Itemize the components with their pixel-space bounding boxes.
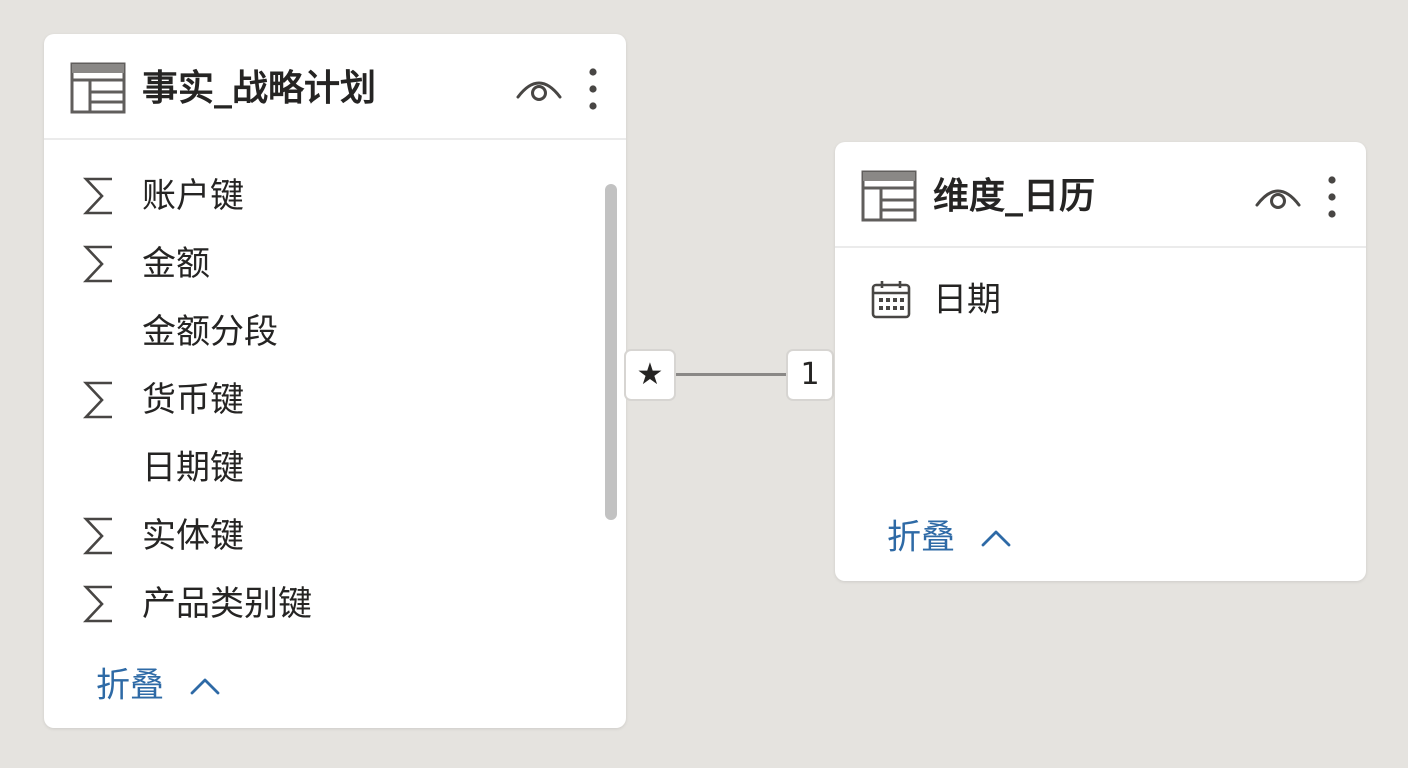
more-options-icon[interactable] [583, 67, 603, 111]
sigma-icon [82, 517, 112, 555]
chevron-up-icon [981, 530, 1011, 546]
field-label: 金额分段 [142, 312, 278, 352]
field-label: 实体键 [142, 516, 244, 556]
field-label: 产品类别键 [142, 584, 312, 624]
table-title: 事实_战略计划 [142, 68, 377, 109]
eye-icon[interactable] [515, 71, 563, 105]
field-label: 金额 [142, 244, 210, 284]
eye-icon[interactable] [1254, 179, 1302, 213]
relationship-line[interactable] [676, 373, 786, 376]
sigma-icon [82, 245, 112, 283]
table-icon [861, 170, 917, 222]
table-title: 维度_日历 [933, 176, 1096, 217]
field-list: 账户键 金额 金额分段 货币键 日期键 实体键 [44, 162, 626, 638]
cardinality-one-badge[interactable]: 1 [786, 349, 834, 401]
field-label: 货币键 [142, 380, 244, 420]
cardinality-many-badge[interactable]: ★ [624, 349, 676, 401]
table-card-header[interactable]: 事实_战略计划 [44, 34, 626, 140]
collapse-button[interactable]: 折叠 [96, 664, 221, 706]
collapse-label: 折叠 [96, 665, 164, 706]
field-label: 日期键 [142, 448, 244, 488]
table-card-header[interactable]: 维度_日历 [835, 142, 1366, 248]
field-row[interactable]: 实体键 [44, 502, 626, 570]
field-row[interactable]: 账户键 [44, 162, 626, 230]
sigma-icon [82, 585, 112, 623]
collapse-label: 折叠 [887, 517, 955, 558]
chevron-up-icon [190, 678, 220, 694]
field-label: 账户键 [142, 176, 244, 216]
field-label: 日期 [933, 280, 1001, 320]
field-row[interactable]: 日期 [835, 266, 1366, 334]
table-icon [70, 62, 126, 114]
sigma-icon [82, 381, 112, 419]
field-row[interactable]: 日期键 [44, 434, 626, 502]
field-list: 日期 [835, 266, 1366, 334]
field-row[interactable]: 产品类别键 [44, 570, 626, 638]
field-row[interactable]: 金额 [44, 230, 626, 298]
collapse-button[interactable]: 折叠 [887, 516, 1012, 558]
table-card-fact[interactable]: 事实_战略计划 账户键 金额 金额分段 [44, 34, 626, 728]
table-card-dim[interactable]: 维度_日历 [835, 142, 1366, 581]
sigma-icon [82, 177, 112, 215]
calendar-icon [871, 281, 911, 319]
scrollbar-thumb[interactable] [605, 184, 617, 520]
field-row[interactable]: 货币键 [44, 366, 626, 434]
more-options-icon[interactable] [1322, 175, 1342, 219]
field-row[interactable]: 金额分段 [44, 298, 626, 366]
